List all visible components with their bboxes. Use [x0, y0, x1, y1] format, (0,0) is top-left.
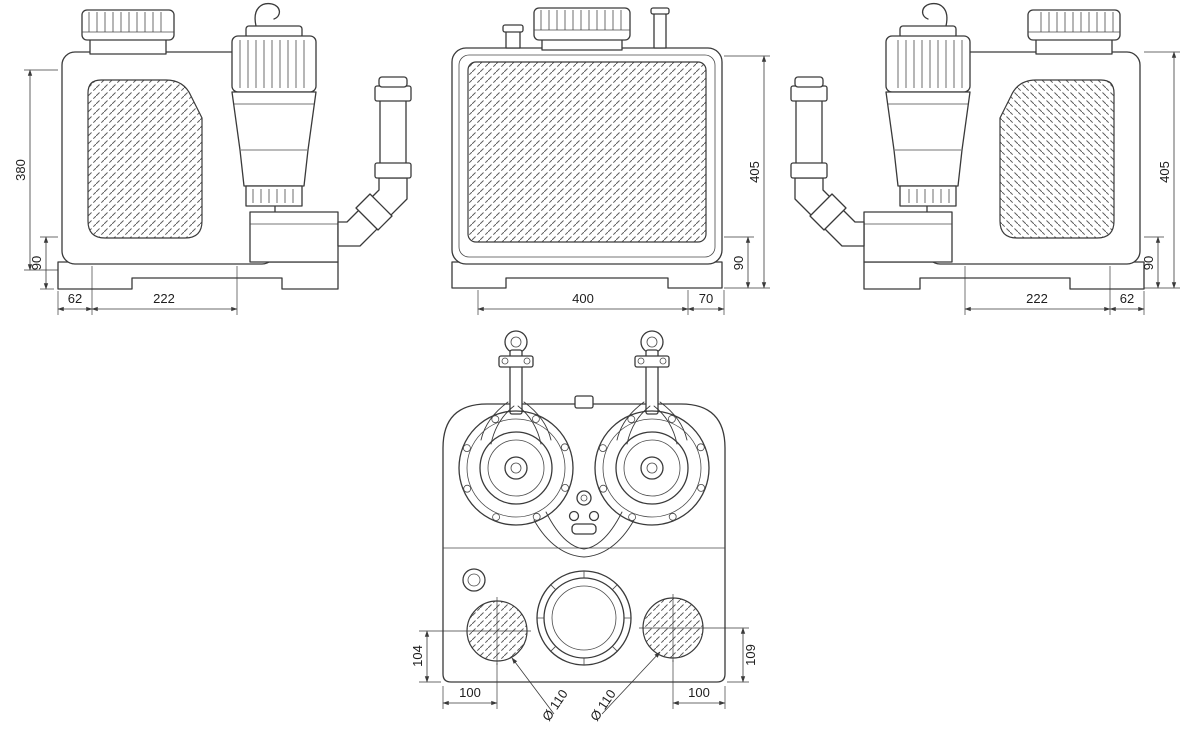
base-frame [57, 261, 339, 290]
junction-fitting [571, 523, 597, 535]
view-plan [442, 330, 726, 683]
centerline-left [463, 597, 531, 665]
handle-crossbar-left [498, 355, 534, 368]
dim-label-diameter-right: Ø 110 [587, 687, 619, 724]
dim-label-width-side: 70 [699, 291, 713, 306]
dim-label-knockout-height-right: 109 [743, 644, 758, 666]
clamp-bolts-left [462, 415, 569, 521]
yoke-arms-left [480, 401, 552, 445]
dim-label-pump-span-right: 222 [1026, 291, 1048, 306]
dim-label-outlet-height-front: 90 [731, 256, 746, 270]
view-front [451, 7, 723, 289]
small-port [462, 568, 486, 592]
vent-pipe [653, 11, 667, 49]
handle-crossbar-right [634, 355, 670, 368]
level-sensor-port [576, 490, 592, 506]
vent-pipe-cap [650, 7, 670, 15]
pump-volute [231, 91, 317, 187]
side-view-right-geometry [790, 2, 1145, 290]
side-view-geometry [57, 2, 412, 290]
motor-body [231, 35, 317, 93]
dim-label-knockout-height-left: 104 [410, 645, 425, 667]
inlet-fitting-cap [502, 24, 524, 33]
dims-side-right: 405 90 222 62 [964, 51, 1180, 315]
dim-label-height-total-front: 405 [747, 161, 762, 183]
pipe-coupling [355, 193, 393, 231]
dim-label-width-tank: 400 [572, 291, 594, 306]
centerline-right [639, 594, 707, 662]
lid-cap [533, 7, 631, 41]
dim-label-pump-span-left: 222 [153, 291, 175, 306]
inlet-fitting [505, 29, 521, 49]
dims-front: 405 90 400 70 [477, 55, 770, 315]
dim-label-outlet-height-left: 90 [29, 256, 44, 270]
power-cable [254, 2, 281, 27]
lid-cap [81, 9, 175, 41]
vent-cap-plan [574, 395, 594, 409]
pump-strainer [245, 185, 303, 207]
base-frame [451, 261, 723, 289]
riser-flange-bottom [374, 162, 412, 179]
clamp-ring-right [594, 410, 710, 526]
dim-label-outlet-height-right: 90 [1141, 256, 1156, 270]
strainer-slots [252, 189, 294, 203]
clamp-bolts-right [599, 415, 705, 521]
dim-label-knockout-offset-right: 100 [688, 685, 710, 700]
clamp-ring-left [458, 410, 574, 526]
internal-discharge-hoses [533, 511, 635, 558]
lid-knurling [540, 10, 622, 30]
flange-bolt-ticks [537, 571, 631, 665]
dim-label-height-total-right: 405 [1157, 161, 1172, 183]
dim-label-height-total-left: 380 [13, 159, 28, 181]
yoke-arms-right [616, 401, 688, 445]
hatched-panel [467, 61, 707, 243]
pump-access-left [458, 330, 574, 526]
dim-label-offset-right: 62 [1120, 291, 1134, 306]
lid-knurling [88, 12, 162, 32]
dim-label-offset-left: 62 [68, 291, 82, 306]
motor-fins [239, 40, 305, 88]
dims-side-left: 380 90 62 222 [13, 69, 238, 315]
pump-chamber [249, 211, 339, 263]
riser-flange-top [374, 85, 412, 102]
dim-label-diameter-left: Ø 110 [539, 687, 571, 724]
dim-label-knockout-offset-left: 100 [459, 685, 481, 700]
riser-pipe [379, 99, 407, 165]
hatched-panel [87, 79, 203, 239]
riser-cap [378, 76, 408, 88]
pump-access-right [594, 330, 710, 526]
